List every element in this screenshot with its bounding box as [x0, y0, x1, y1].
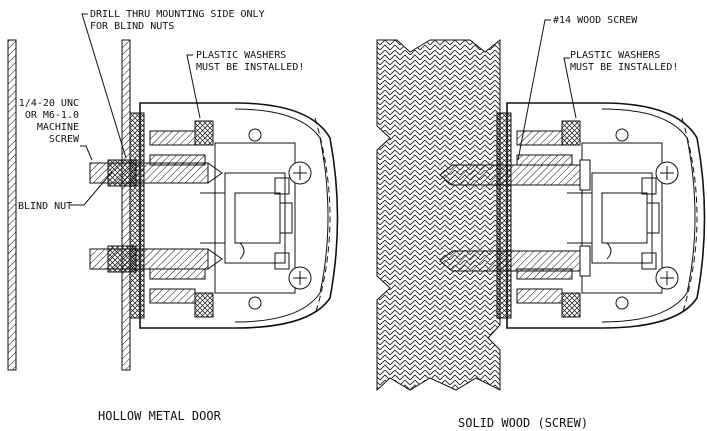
label-washers-right-1: PLASTIC WASHERS — [570, 50, 660, 61]
label-wood-screw: #14 WOOD SCREW — [553, 15, 638, 26]
solid-wood-view: #14 WOOD SCREW PLASTIC WASHERS MUST BE I… — [376, 15, 706, 430]
exit-device-assembly-right — [496, 102, 706, 329]
label-blind-nut: BLIND NUT — [18, 201, 72, 212]
label-washers-right-2: MUST BE INSTALLED! — [570, 62, 678, 73]
wood-door-section — [376, 38, 501, 392]
label-washers-left-1: PLASTIC WASHERS — [196, 50, 286, 61]
leader-washers-left — [186, 54, 201, 119]
hollow-metal-door-view: DRILL THRU MOUNTING SIDE ONLY FOR BLIND … — [7, 9, 339, 423]
leader-washers-right — [563, 57, 577, 119]
wood-screw-lower — [439, 245, 591, 277]
label-washers-left-2: MUST BE INSTALLED! — [196, 62, 304, 73]
leader-drill-thru — [81, 13, 127, 159]
label-blind-nuts: FOR BLIND NUTS — [90, 21, 174, 32]
label-machine-screw-3: MACHINE — [37, 122, 79, 133]
door-skin-outer — [7, 39, 17, 371]
leader-blind-nut — [70, 171, 113, 206]
leader-machine-screw — [80, 145, 93, 161]
leader-wood-screw — [517, 19, 551, 161]
machine-screw-lower — [89, 245, 223, 273]
wood-screw-upper — [439, 159, 591, 191]
machine-screw-upper — [89, 159, 223, 187]
label-drill-thru: DRILL THRU MOUNTING SIDE ONLY — [90, 9, 265, 20]
label-machine-screw-1: 1/4-20 UNC — [19, 98, 79, 109]
label-machine-screw-2: OR M6-1.0 — [25, 110, 79, 121]
label-machine-screw-4: SCREW — [49, 134, 80, 145]
door-skin-mounting — [121, 39, 131, 371]
caption-hollow-metal-door: HOLLOW METAL DOOR — [98, 409, 222, 423]
caption-solid-wood: SOLID WOOD (SCREW) — [458, 416, 588, 430]
exit-device-assembly-left — [129, 102, 339, 329]
